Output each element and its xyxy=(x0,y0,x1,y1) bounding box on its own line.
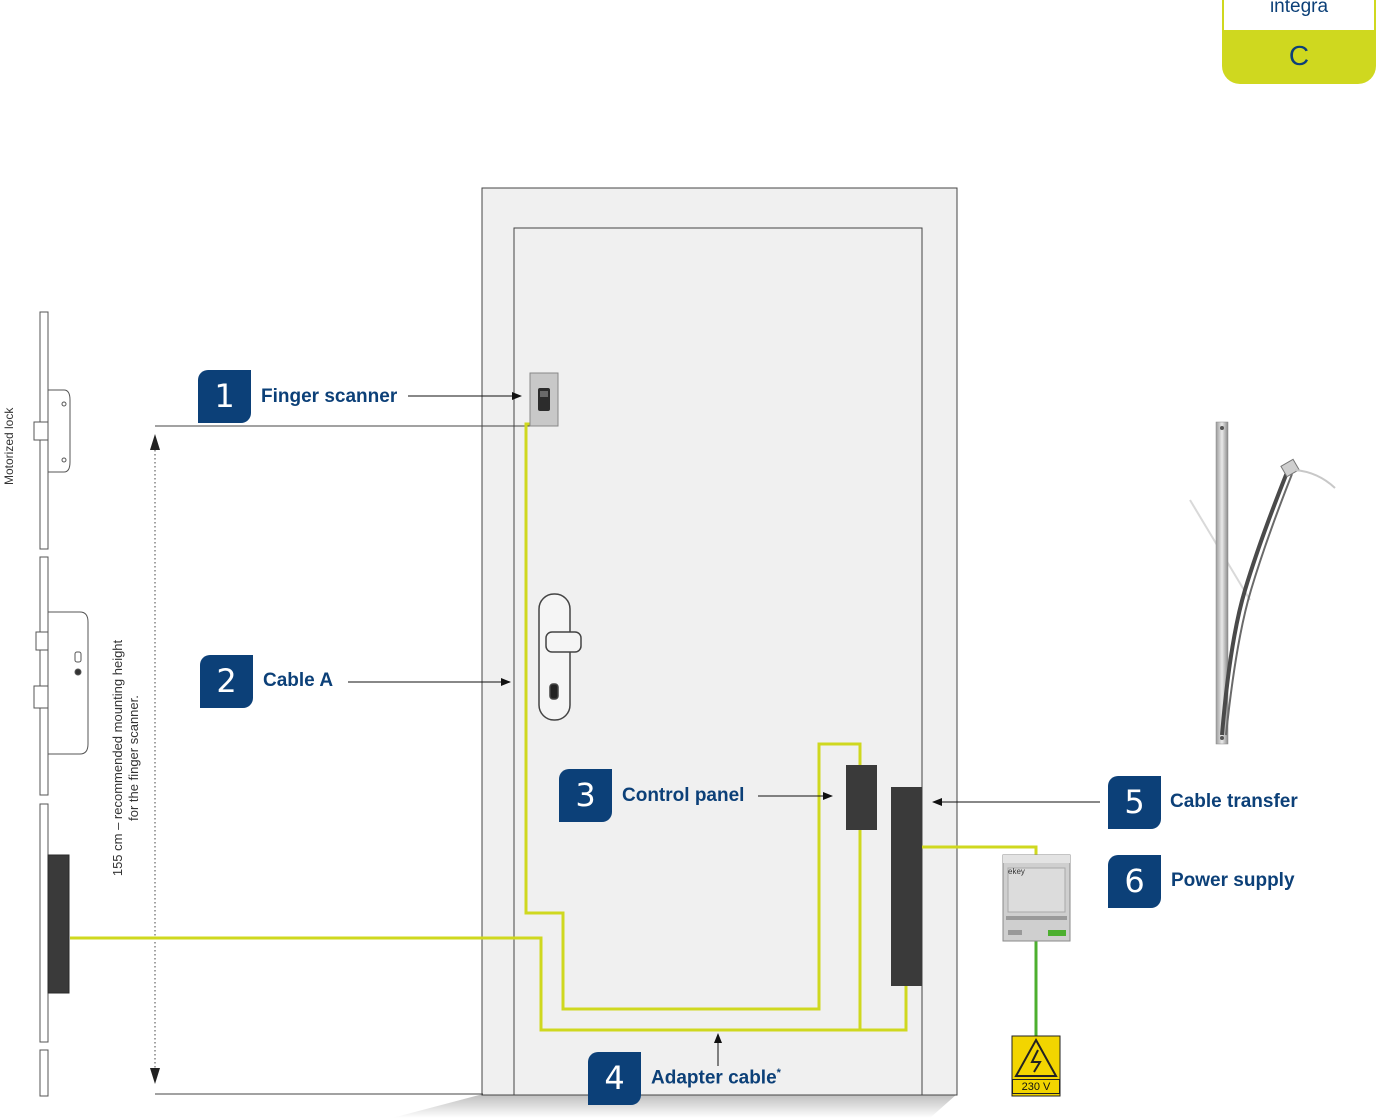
callout-arrows xyxy=(348,392,1100,1066)
lock-motor-block xyxy=(47,854,70,994)
door-handle xyxy=(538,593,582,721)
section-tab-letter: C xyxy=(1288,40,1310,71)
adapter-cable-footnote-mark: * xyxy=(776,1067,781,1079)
callout-label-cable-a: Cable A xyxy=(263,670,334,691)
power-supply-device xyxy=(1002,854,1071,942)
cable-routing xyxy=(70,422,1038,1032)
callout-badge-4: 4 xyxy=(588,1052,641,1105)
callout-badge-5: 5 xyxy=(1108,776,1161,829)
power-supply-brand: ekey xyxy=(1008,867,1025,876)
callout-badge-2: 2 xyxy=(200,655,253,708)
floor-shadow xyxy=(392,1094,957,1118)
callout-badge-1: 1 xyxy=(198,370,251,423)
lock-cable-wire xyxy=(70,936,908,1032)
callout-badge-3: 3 xyxy=(559,769,612,822)
mounting-height-line1: 155 cm – recommended mounting height xyxy=(110,639,125,877)
voltage-label: 230 V xyxy=(1012,1079,1060,1094)
callout-label-finger-scanner: Finger scanner xyxy=(261,386,398,407)
control-panel-device xyxy=(846,765,877,830)
section-tab: integra C xyxy=(1222,0,1376,84)
finger-scanner-device xyxy=(529,372,559,427)
power-feed-wire xyxy=(922,845,1038,856)
cable-transfer-device xyxy=(891,787,922,986)
motorized-lock xyxy=(33,311,89,1097)
motorized-lock-label: Motorized lock xyxy=(2,407,16,485)
height-dimension xyxy=(150,425,530,1095)
section-tab-title: integra xyxy=(1224,0,1374,30)
mounting-height-note: 155 cm – recommended mounting height for… xyxy=(110,613,142,903)
callout-label-power-supply: Power supply xyxy=(1171,870,1295,891)
cable-a-wire xyxy=(524,422,862,1030)
callout-label-cable-transfer: Cable transfer xyxy=(1170,791,1298,812)
callout-label-control-panel: Control panel xyxy=(622,785,745,806)
cable-transfer-photo xyxy=(1180,400,1336,755)
door-leaf xyxy=(513,227,923,1096)
mounting-height-line2: for the finger scanner. xyxy=(126,695,141,821)
callout-badge-6: 6 xyxy=(1108,855,1161,908)
adapter-cable-text: Adapter cable xyxy=(651,1067,777,1089)
callout-label-adapter-cable: Adapter cable* xyxy=(651,1067,781,1089)
